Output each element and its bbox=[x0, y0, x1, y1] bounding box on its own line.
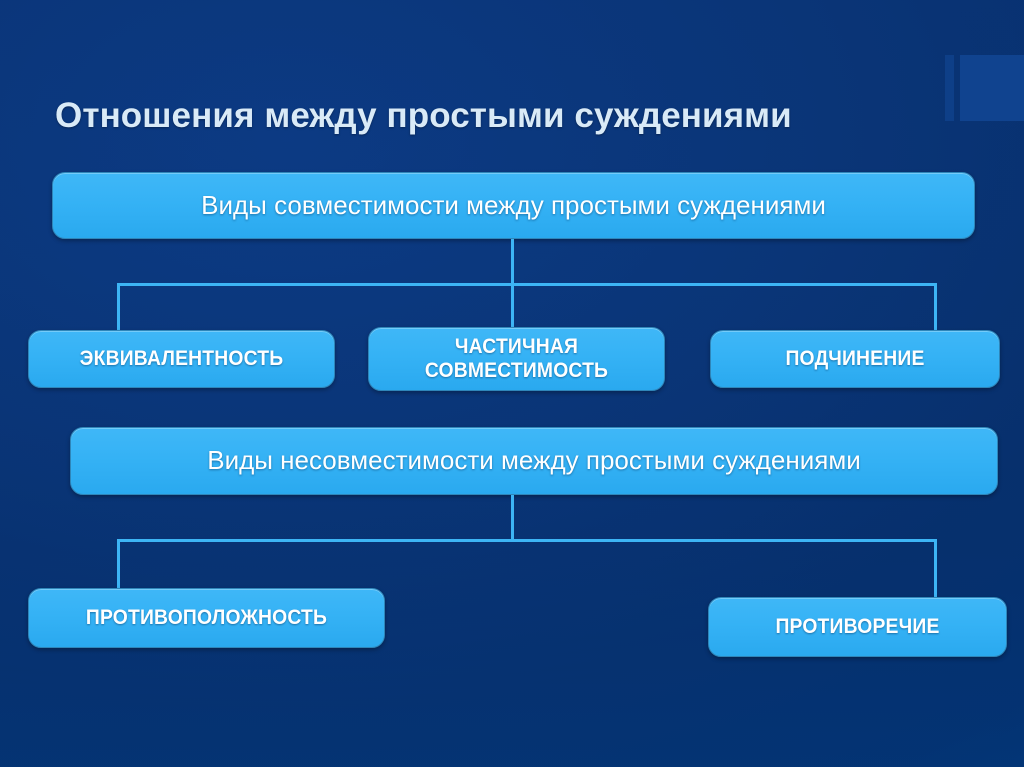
node-incompatibility-root[interactable]: Виды несовместимости между простыми сужд… bbox=[70, 427, 998, 495]
node-partial-compatibility-label: ЧАСТИЧНАЯ СОВМЕСТИМОСТЬ bbox=[390, 335, 643, 382]
node-equivalence-label: ЭКВИВАЛЕНТНОСТЬ bbox=[79, 347, 284, 371]
page-title: Отношения между простыми суждениями bbox=[55, 96, 792, 135]
node-opposition[interactable]: ПРОТИВОПОЛОЖНОСТЬ bbox=[28, 588, 385, 648]
connector-compat-bus bbox=[117, 283, 937, 286]
node-contradiction-label: ПРОТИВОРЕЧИЕ bbox=[775, 615, 940, 639]
connector-incompat-to-opposition bbox=[117, 539, 120, 589]
node-incompatibility-root-label: Виды несовместимости между простыми сужд… bbox=[207, 445, 861, 476]
connector-compat-to-equivalence bbox=[117, 283, 120, 331]
connector-incompat-stem bbox=[511, 495, 514, 541]
corner-decoration-wide-bar bbox=[960, 55, 1024, 121]
node-opposition-label: ПРОТИВОПОЛОЖНОСТЬ bbox=[85, 606, 328, 630]
connector-compat-to-partial bbox=[511, 283, 514, 328]
node-subordination-label: ПОДЧИНЕНИЕ bbox=[785, 347, 925, 371]
corner-decoration bbox=[945, 55, 1024, 121]
node-contradiction[interactable]: ПРОТИВОРЕЧИЕ bbox=[708, 597, 1007, 657]
node-subordination[interactable]: ПОДЧИНЕНИЕ bbox=[710, 330, 1000, 388]
node-partial-compatibility-line1: ЧАСТИЧНАЯ bbox=[454, 335, 579, 359]
node-compatibility-root[interactable]: Виды совместимости между простыми сужден… bbox=[52, 172, 975, 239]
connector-compat-stem bbox=[511, 239, 514, 284]
connector-incompat-bus bbox=[117, 539, 937, 542]
node-equivalence[interactable]: ЭКВИВАЛЕНТНОСТЬ bbox=[28, 330, 335, 388]
connector-compat-to-subordination bbox=[934, 283, 937, 331]
node-partial-compatibility[interactable]: ЧАСТИЧНАЯ СОВМЕСТИМОСТЬ bbox=[368, 327, 665, 391]
node-compatibility-root-label: Виды совместимости между простыми сужден… bbox=[201, 189, 826, 220]
node-partial-compatibility-line2: СОВМЕСТИМОСТЬ bbox=[424, 359, 609, 382]
corner-decoration-thin-bar bbox=[945, 55, 954, 121]
connector-incompat-to-contradiction bbox=[934, 539, 937, 598]
